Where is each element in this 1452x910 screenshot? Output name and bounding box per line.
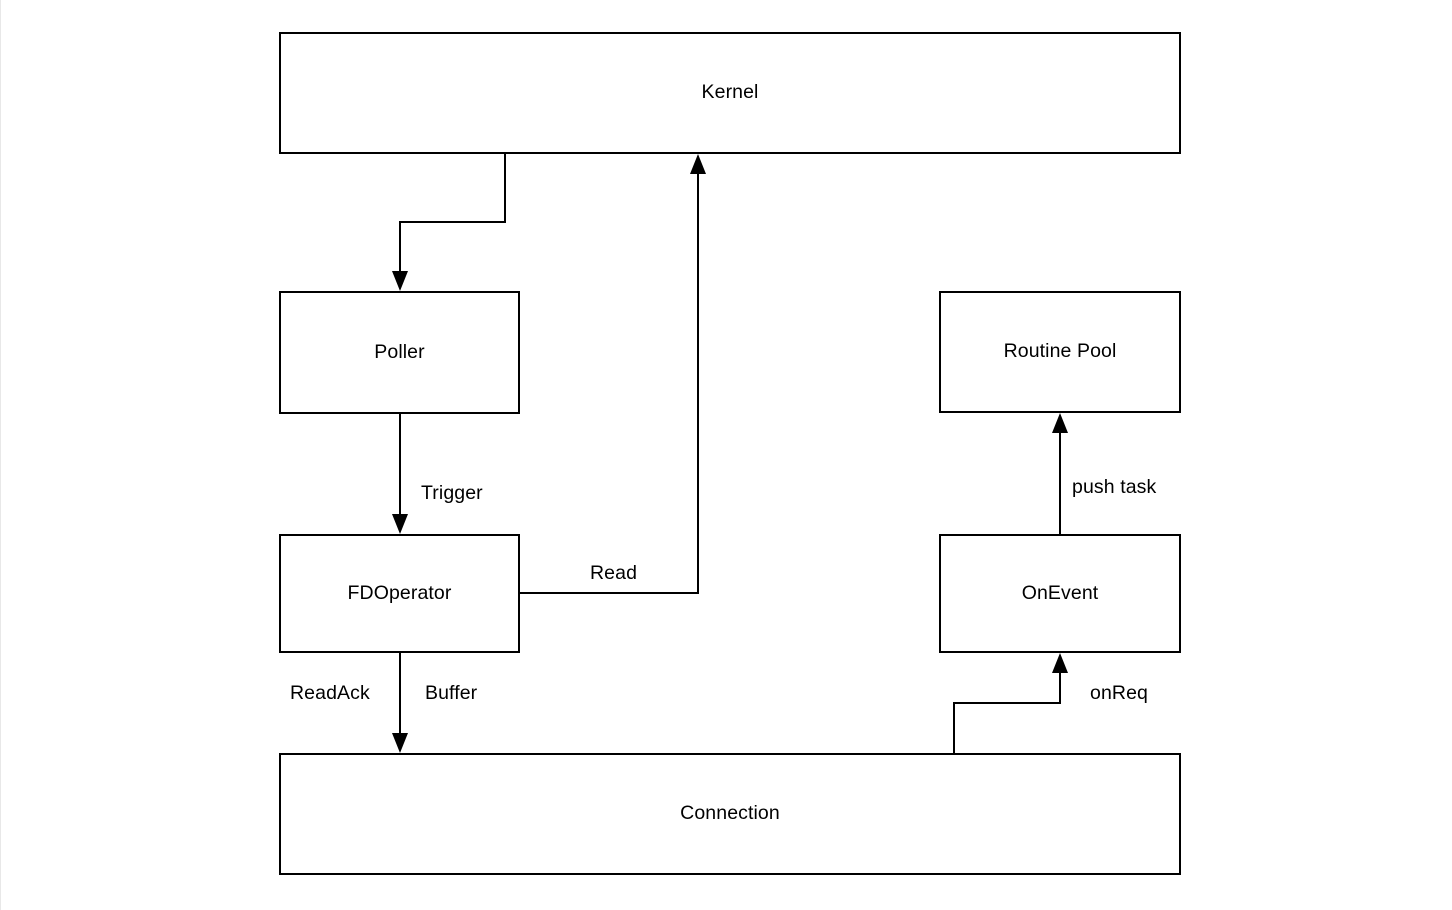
node-poller[interactable]: Poller — [279, 291, 520, 414]
node-poller-label: Poller — [374, 340, 425, 363]
edge-label-readack: ReadAck — [290, 682, 370, 704]
edge-label-onreq: onReq — [1090, 682, 1148, 704]
arrowhead-connection-to-onevent — [1052, 653, 1068, 673]
node-kernel-label: Kernel — [701, 81, 759, 104]
connector-poller-to-fdoperator — [392, 414, 408, 534]
arrowhead-poller-to-fdoperator — [392, 514, 408, 534]
node-connection-label: Connection — [680, 802, 780, 825]
connector-fdoperator-to-connection — [392, 653, 408, 753]
arrowhead-kernel-to-poller — [392, 271, 408, 291]
node-kernel[interactable]: Kernel — [279, 32, 1181, 154]
connector-connection-to-onevent — [953, 653, 1068, 753]
arrowhead-onevent-to-routine-pool — [1052, 413, 1068, 433]
node-fdoperator-label: FDOperator — [347, 581, 452, 604]
arrowhead-fdoperator-to-kernel — [690, 154, 706, 174]
node-connection[interactable]: Connection — [279, 753, 1181, 875]
edge-label-push-task: push task — [1072, 476, 1157, 498]
node-routine-pool-label: Routine Pool — [1003, 340, 1117, 363]
edge-label-read: Read — [590, 562, 638, 584]
connector-fdoperator-to-kernel — [520, 154, 706, 594]
connector-kernel-to-poller — [392, 154, 506, 291]
node-onevent-label: OnEvent — [1021, 581, 1099, 604]
node-fdoperator[interactable]: FDOperator — [279, 534, 520, 653]
node-routine-pool[interactable]: Routine Pool — [939, 291, 1181, 413]
edge-label-trigger: Trigger — [421, 482, 483, 504]
node-onevent[interactable]: OnEvent — [939, 534, 1181, 653]
arrowhead-fdoperator-to-connection — [392, 733, 408, 753]
edge-label-buffer: Buffer — [425, 682, 478, 704]
